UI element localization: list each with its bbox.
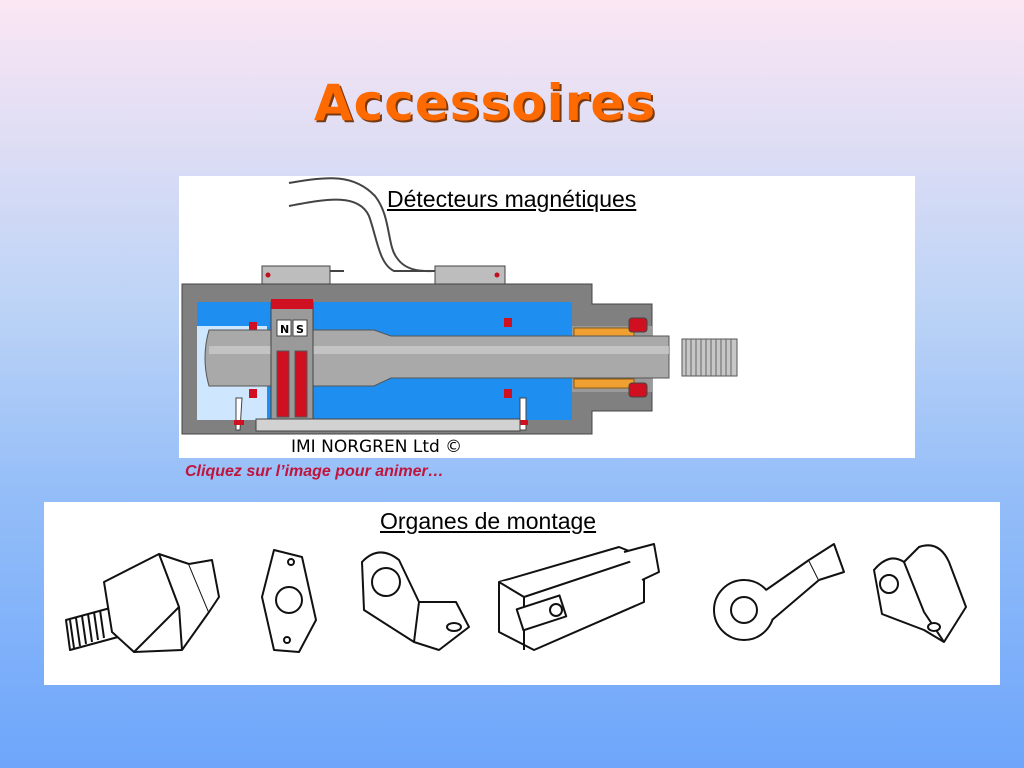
cylinder-animation-image[interactable]: N S IMI NORGREN Ltd © Détecteurs magnéti… xyxy=(179,176,915,458)
pivot-bracket-part xyxy=(873,544,967,643)
magnet-north-label: N xyxy=(280,323,289,336)
detectors-heading: Détecteurs magnétiques xyxy=(387,186,637,212)
magnetic-sensor-left xyxy=(261,265,331,285)
flange-plate-part xyxy=(261,549,317,653)
threaded-stud-part xyxy=(65,553,220,653)
pneumatic-cylinder-illustration: N S IMI NORGREN Ltd © xyxy=(181,177,738,457)
mounting-heading: Organes de montage xyxy=(380,508,597,534)
piston-magnet: N S xyxy=(270,299,314,421)
rod-end-part xyxy=(713,543,845,641)
magnet-south-label: S xyxy=(296,323,304,336)
mounting-drawings xyxy=(65,543,967,653)
slide-title: Accessoires xyxy=(313,74,657,132)
magnetic-sensor-right xyxy=(434,265,506,285)
animation-hint[interactable]: Cliquez sur l’image pour animer… xyxy=(185,463,444,480)
manufacturer-label: IMI NORGREN Ltd © xyxy=(291,437,462,457)
clevis-part xyxy=(498,543,660,651)
rod-thread xyxy=(681,338,738,377)
angle-bracket-part xyxy=(361,551,470,651)
mounting-accessories-image: Organes de montage xyxy=(44,502,1000,685)
